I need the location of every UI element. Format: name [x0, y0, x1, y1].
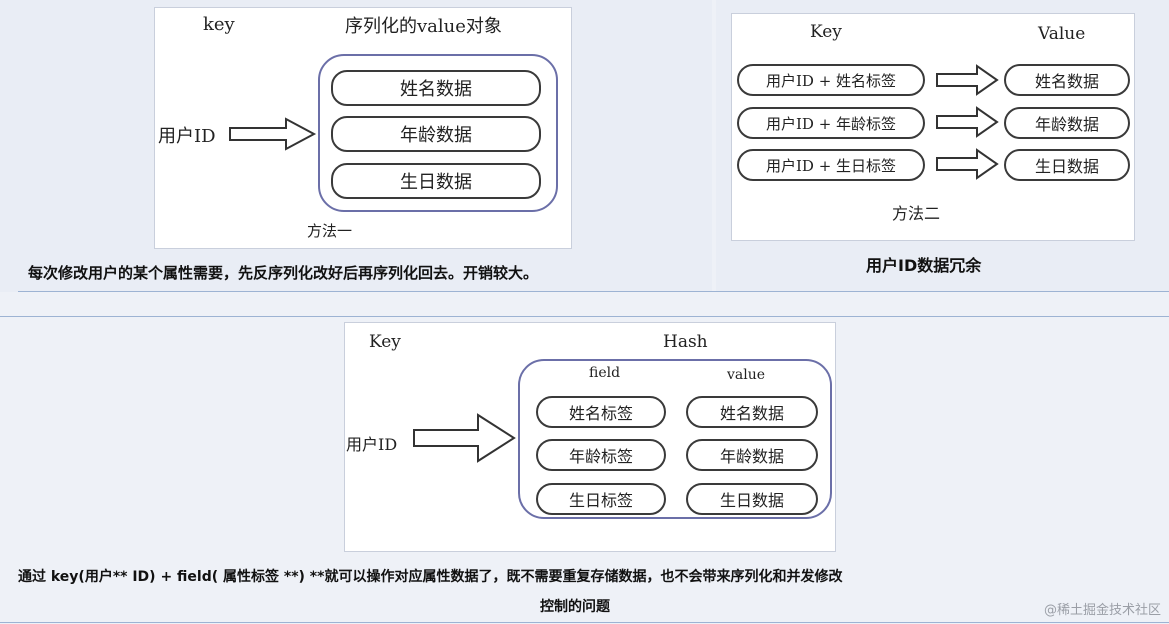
method2-value-age: 年龄数据 — [1004, 107, 1130, 139]
divider-bottom — [0, 622, 1169, 623]
method1-item-name: 姓名数据 — [331, 70, 541, 106]
method3-field-age: 年龄标签 — [536, 439, 666, 471]
method3-value-name: 姓名数据 — [686, 396, 818, 428]
method3-field-label: field — [589, 365, 621, 381]
method3-value-birthday: 生日数据 — [686, 483, 818, 515]
watermark: @稀土掘金技术社区 — [1043, 603, 1161, 618]
method3-caption-line2: 控制的问题 — [540, 599, 610, 615]
method2-value-birthday: 生日数据 — [1004, 149, 1130, 181]
method3-caption-line1: 通过 key(用户** ID) + field( 属性标签 **) **就可以操… — [18, 569, 843, 585]
method3-user-id: 用户ID — [346, 435, 398, 454]
method2-value-label: Value — [1038, 24, 1086, 44]
method2-arrow-icon — [936, 106, 999, 138]
method2-key-age: 用户ID + 年龄标签 — [737, 107, 925, 139]
method2-diagram: Key Value 用户ID + 姓名标签 用户ID + 年龄标签 用户ID +… — [731, 13, 1135, 241]
divider-middle — [0, 316, 1169, 317]
method1-arrow-icon — [229, 117, 317, 151]
method2-key-birthday: 用户ID + 生日标签 — [737, 149, 925, 181]
method2-key-label: Key — [810, 22, 842, 42]
method3-hash-label: Hash — [663, 332, 708, 352]
method2-arrow-icon — [936, 148, 999, 180]
method2-caption: 用户ID数据冗余 — [866, 256, 982, 275]
method2-value-name: 姓名数据 — [1004, 64, 1130, 96]
method1-value-container — [318, 54, 558, 212]
method1-method-label: 方法一 — [307, 222, 353, 240]
method3-value-label: value — [727, 367, 766, 383]
method1-user-id: 用户ID — [158, 126, 216, 147]
method2-key-name: 用户ID + 姓名标签 — [737, 64, 925, 96]
method3-hash-container — [518, 359, 832, 519]
method3-diagram: Key Hash field value 姓名标签 年龄标签 生日标签 姓名数据… — [344, 322, 836, 552]
method1-value-label: 序列化的value对象 — [345, 16, 502, 37]
method3-key-label: Key — [369, 332, 401, 352]
method3-arrow-icon — [413, 413, 516, 463]
method3-field-birthday: 生日标签 — [536, 483, 666, 515]
method1-caption: 每次修改用户的某个属性需要，先反序列化改好后再序列化回去。开销较大。 — [28, 264, 539, 282]
method1-diagram: key 序列化的value对象 姓名数据 年龄数据 生日数据 方法一 — [154, 7, 572, 249]
method1-item-age: 年龄数据 — [331, 116, 541, 152]
method3-value-age: 年龄数据 — [686, 439, 818, 471]
method3-field-name: 姓名标签 — [536, 396, 666, 428]
method1-item-birthday: 生日数据 — [331, 163, 541, 199]
method2-method-label: 方法二 — [892, 204, 941, 223]
method1-key-label: key — [203, 14, 235, 35]
divider-top — [18, 291, 1169, 292]
method2-arrow-icon — [936, 64, 999, 96]
